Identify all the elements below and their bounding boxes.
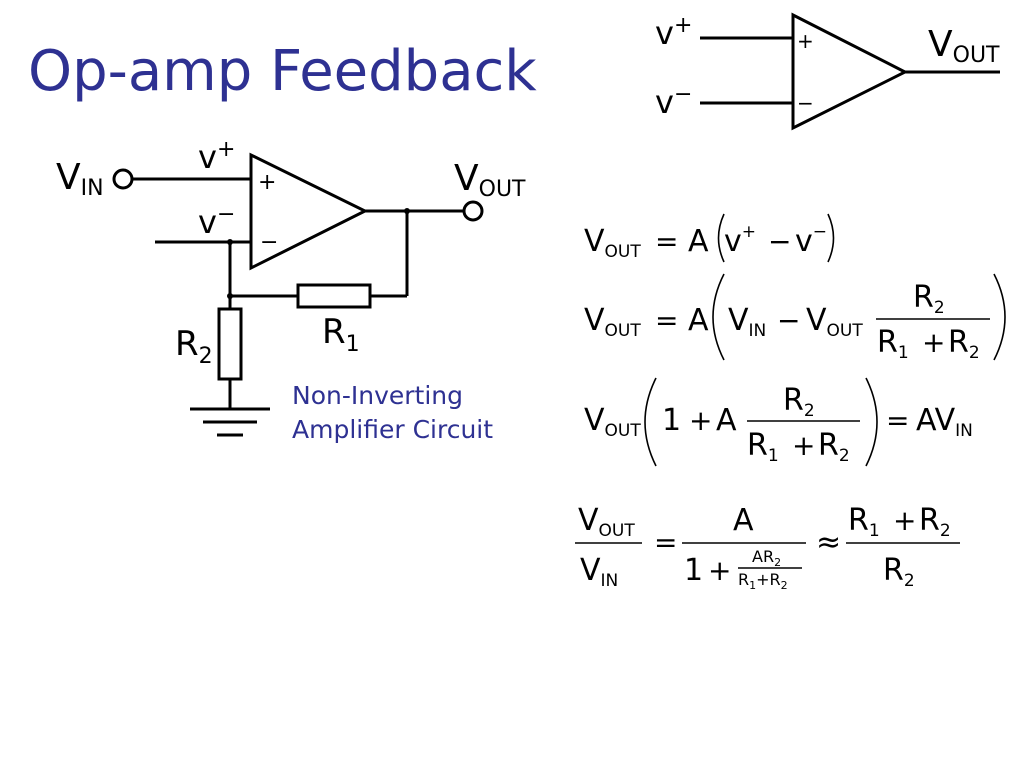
eq2-frac-num: R2 [913,280,945,318]
vout-terminal [462,200,484,222]
eq3-vout: VOUT [584,403,641,441]
eq1-minus: − [768,225,791,258]
circuit-caption-line1: Non-Inverting [292,381,463,410]
vin-terminal [112,168,134,190]
eq4-inner-den: R1+R2 [738,570,788,592]
opamp-symbol-vminus-label: v− [655,82,692,121]
circuit-opamp-triangle [249,152,369,271]
eq4-mid-num: A [733,503,754,538]
resistor-r1 [296,283,372,309]
eq2-frac-den-r1: R1 [877,325,909,363]
eq2-vout: VOUT [584,303,641,341]
eq1-paren-left [717,213,725,263]
eq4-lhs-num: VOUT [578,503,635,541]
eq4-lhs-den: VIN [580,553,618,591]
opamp-symbol-plus-sign: + [797,29,814,53]
opamp-symbol-vplus-label: v+ [655,13,692,52]
circuit-vplus-label: v+ [198,137,235,176]
eq1-a: A [688,224,709,259]
circuit-caption-line2: Amplifier Circuit [292,415,493,444]
eq1-paren-right [827,213,835,263]
opamp-symbol-triangle [791,12,909,131]
equation-1: VOUT = A v+ − v− [584,213,835,263]
eq3-equals: = [886,404,909,437]
eq2-frac-den-r2: R2 [948,325,980,363]
eq4-mid-den-plus: + [708,554,731,587]
eq3-frac-num: R2 [783,383,815,421]
eq4-rhs-num-r1: R1 [848,503,880,541]
circuit-vminus-label: v− [198,202,235,241]
vout-label: VOUT [454,158,526,202]
eq4-rhs-num-plus: + [893,504,916,537]
eq1-equals: = [655,225,678,258]
eq3-avin: AVIN [916,403,973,441]
eq4-equals: = [654,526,677,559]
eq1-vminus: v− [795,222,827,259]
eq4-rhs-num-r2: R2 [919,503,951,541]
eq3-one: 1 [662,403,681,438]
opamp-symbol-minus-sign: − [797,91,814,115]
circuit-plus-sign: + [258,170,276,195]
eq3-frac-den-r2: R2 [818,428,850,466]
eq3-frac-den-plus: + [792,429,815,462]
r1-label: R1 [322,312,360,357]
eq2-a: A [688,303,709,338]
equation-2: VOUT = A VIN − VOUT R2 R1 + R2 [584,273,1006,363]
equation-3: VOUT 1 + A R2 R1 + R2 = AVIN [584,377,973,467]
eq4-mid-den-one: 1 [684,553,703,588]
opamp-symbol-diagram: + − v+ v− VOUT [655,12,1000,131]
eq3-paren-left [644,377,657,467]
vin-label: VIN [56,157,104,201]
eq3-plus: + [689,404,712,437]
eq2-frac-den-plus: + [922,326,945,359]
equation-4: VOUT VIN = A 1 + AR2 R1+R2 ≈ R1 + R2 R2 [575,503,960,592]
circuit-minus-sign: − [260,230,278,255]
eq4-rhs-den: R2 [883,553,915,591]
eq2-paren-right [993,273,1006,361]
opamp-symbol-vout-label: VOUT [928,24,1000,68]
resistor-r2 [217,307,243,381]
eq4-approx: ≈ [816,525,841,560]
eq4-inner-num: AR2 [752,547,781,569]
non-inverting-circuit: + − v+ v− VIN VOUT R1 R2 Non-Inverting A… [56,137,526,444]
eq2-equals: = [655,304,678,337]
eq3-frac-den-r1: R1 [747,428,779,466]
eq3-a: A [716,403,737,438]
eq2-vin: VIN [728,303,766,341]
eq2-vout-inner: VOUT [806,303,863,341]
r2-label: R2 [175,324,213,369]
eq1-vplus: v+ [724,222,756,259]
minus-node-dot [227,239,233,245]
eq2-minus: − [777,304,800,337]
eq1-vout: VOUT [584,224,641,262]
eq3-paren-right [865,377,878,467]
eq2-paren-left [712,273,725,361]
slide-title: Op-amp Feedback [28,39,537,104]
